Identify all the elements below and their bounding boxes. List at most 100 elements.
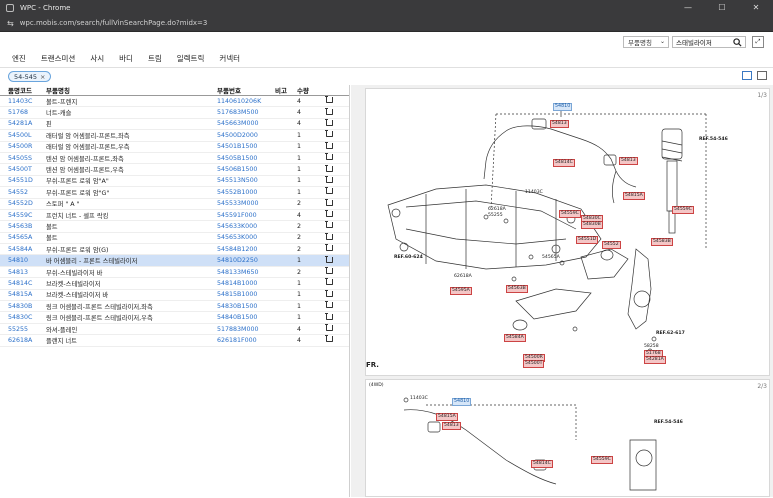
address-bar[interactable]: ⇆ wpc.mobis.com/search/fullVinSearchPage… xyxy=(0,15,773,32)
add-to-cart-button[interactable] xyxy=(314,267,344,276)
part-number-link[interactable]: 54500D2000 xyxy=(217,131,258,139)
part-number-link[interactable]: 54552B1000 xyxy=(217,188,258,196)
part-number-link[interactable]: 545653K000 xyxy=(217,234,258,242)
diagram-label[interactable]: 11403C xyxy=(410,396,428,401)
add-to-cart-button[interactable] xyxy=(314,130,344,139)
tab-chassis[interactable]: 사시 xyxy=(90,54,105,63)
add-to-cart-button[interactable] xyxy=(314,312,344,322)
part-code-link[interactable]: 54500R xyxy=(8,143,33,151)
add-to-cart-button[interactable] xyxy=(314,232,344,242)
add-to-cart-button[interactable] xyxy=(314,107,344,117)
diagram-label[interactable]: 54815A xyxy=(436,413,458,421)
part-code-link[interactable]: 51768 xyxy=(8,109,29,117)
part-number-link[interactable]: 517683M500 xyxy=(217,109,259,117)
search-type-select[interactable]: 부품명칭 ⌄ xyxy=(623,36,669,48)
ref-label[interactable]: REF.54-546 xyxy=(654,420,683,425)
ref-label[interactable]: REF.54-546 xyxy=(699,137,728,142)
tab-transmission[interactable]: 트랜스미션 xyxy=(40,54,76,63)
add-to-cart-button[interactable] xyxy=(314,175,344,185)
part-code-link[interactable]: 54813 xyxy=(8,268,29,276)
part-number-link[interactable]: 517883M000 xyxy=(217,325,259,333)
diagram-label[interactable]: 54815A xyxy=(623,192,645,200)
add-to-cart-button[interactable] xyxy=(314,255,344,265)
part-number-link[interactable]: 54584B1200 xyxy=(217,245,258,253)
diagram-label[interactable]: 54281A xyxy=(644,356,666,364)
close-button[interactable]: ✕ xyxy=(752,3,760,12)
add-to-cart-button[interactable] xyxy=(314,153,344,162)
add-to-cart-button[interactable] xyxy=(314,141,344,151)
tab-electric[interactable]: 일렉트릭 xyxy=(176,54,205,63)
site-settings-icon[interactable]: ⇆ xyxy=(7,18,14,28)
part-code-link[interactable]: 55255 xyxy=(8,325,29,333)
fullscreen-button[interactable]: ⤢ xyxy=(752,36,764,48)
part-code-link[interactable]: 54584A xyxy=(8,245,33,253)
add-to-cart-button[interactable] xyxy=(314,164,344,174)
part-number-link[interactable]: 54810D2250 xyxy=(217,257,258,265)
add-to-cart-button[interactable] xyxy=(314,210,344,219)
diagram-label[interactable]: 54583B xyxy=(651,238,673,246)
diagram-label[interactable]: 58258 xyxy=(644,344,659,349)
part-code-link[interactable]: 54830C xyxy=(8,314,33,322)
diagram-label[interactable]: 54813 xyxy=(442,422,461,430)
minimize-button[interactable]: — xyxy=(684,3,692,12)
diagram-label[interactable]: 54552 xyxy=(602,241,621,249)
part-number-link[interactable]: 54830B1500 xyxy=(217,302,258,310)
part-number-link[interactable]: 545591F000 xyxy=(217,211,257,219)
tab-engine[interactable]: 엔진 xyxy=(12,54,26,63)
diagram-label[interactable]: 54559C xyxy=(591,456,613,464)
diagram-2[interactable]: 2/3 (4WD) 11403C 54810 54815A 54813 5481… xyxy=(365,379,770,497)
diagram-label[interactable]: 54565A xyxy=(542,255,560,260)
diagram-label[interactable]: 54584A xyxy=(504,334,526,342)
part-code-link[interactable]: 54552D xyxy=(8,200,33,208)
col-code[interactable]: 품명코드 xyxy=(8,87,32,95)
ref-label[interactable]: REF.60-624 xyxy=(394,255,423,260)
part-number-link[interactable]: 54840B1500 xyxy=(217,314,258,322)
diagram-label[interactable]: 54810 xyxy=(553,103,573,111)
tab-trim[interactable]: 트림 xyxy=(147,54,162,63)
add-to-cart-button[interactable] xyxy=(314,221,344,230)
part-number-link[interactable]: 1140610206K xyxy=(217,97,262,105)
diagram-label[interactable]: 54814C xyxy=(553,159,575,167)
part-code-link[interactable]: 54500T xyxy=(8,166,32,174)
diagram-label[interactable]: 54595A xyxy=(450,287,472,295)
add-to-cart-button[interactable] xyxy=(314,244,344,253)
close-icon[interactable]: × xyxy=(40,72,46,81)
diagram-label[interactable]: 54551D xyxy=(576,236,599,244)
part-code-link[interactable]: 54559C xyxy=(8,211,33,219)
add-to-cart-button[interactable] xyxy=(314,187,344,196)
diagram-label[interactable]: 54559C xyxy=(672,206,694,214)
part-code-link[interactable]: 54551D xyxy=(8,177,33,185)
part-code-link[interactable]: 54830B xyxy=(8,302,33,310)
part-code-link[interactable]: 54810 xyxy=(8,257,29,265)
part-number-link[interactable]: 54505B1500 xyxy=(217,154,258,162)
part-number-link[interactable]: 54815B1000 xyxy=(217,291,258,299)
tab-connector[interactable]: 커넥터 xyxy=(219,54,241,63)
part-code-link[interactable]: 54565A xyxy=(8,234,33,242)
split-view-icon[interactable] xyxy=(742,71,752,80)
part-number-link[interactable]: 54506B1500 xyxy=(217,166,258,174)
part-number-link[interactable]: 545633K000 xyxy=(217,222,258,230)
diagram-label[interactable]: 54500T xyxy=(523,360,545,368)
search-button[interactable] xyxy=(729,36,745,48)
add-to-cart-button[interactable] xyxy=(314,118,344,128)
part-code-link[interactable]: 54500L xyxy=(8,131,32,139)
diagram-label[interactable]: 54810 xyxy=(452,398,472,406)
part-code-link[interactable]: 54814C xyxy=(8,279,33,287)
url-text[interactable]: wpc.mobis.com/search/fullVinSearchPage.d… xyxy=(19,19,208,27)
